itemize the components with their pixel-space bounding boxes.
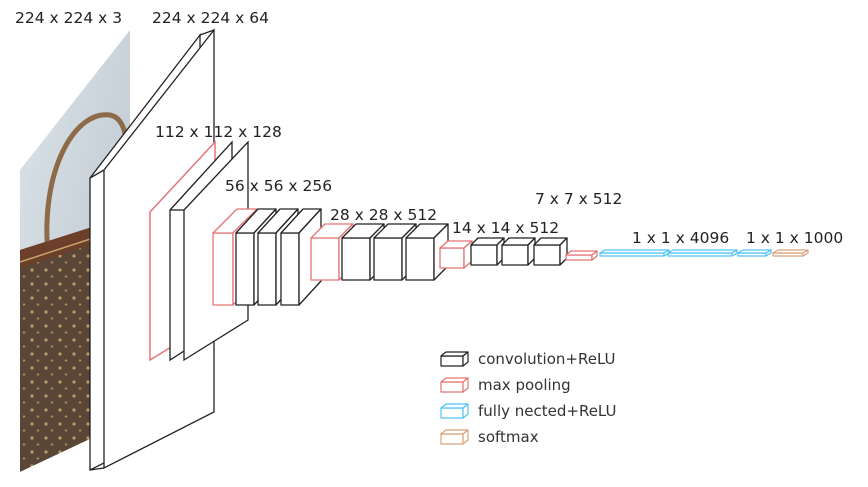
softmax-layer xyxy=(772,249,809,257)
fc7-layer xyxy=(667,249,738,257)
label-conv1-dims: 224 x 224 x 64 xyxy=(152,9,269,27)
legend-cube-fc xyxy=(440,403,469,419)
legend-label-pool: max pooling xyxy=(478,376,571,394)
legend-item-pool: max pooling xyxy=(440,376,571,394)
label-conv4-dims: 28 x 28 x 512 xyxy=(330,206,437,224)
legend-label-softmax: softmax xyxy=(478,428,539,446)
conv-cube-icon xyxy=(440,351,469,367)
pool4-layer xyxy=(439,240,473,269)
fc-cube-icon xyxy=(440,403,469,419)
legend: convolution+ReLU max pooling fully necte… xyxy=(440,350,617,446)
softmax-cube-icon xyxy=(440,429,469,445)
label-input-dims: 224 x 224 x 3 xyxy=(15,9,122,27)
pool5-layer xyxy=(565,250,598,261)
legend-item-softmax: softmax xyxy=(440,428,539,446)
label-output-dims: 1 x 1 x 1000 xyxy=(746,229,843,247)
layer-boxes xyxy=(212,208,809,306)
legend-label-fc: fully nected+ReLU xyxy=(478,402,617,420)
conv5-layer-c xyxy=(533,237,568,266)
legend-cube-pool xyxy=(440,377,469,393)
conv5-layer-b xyxy=(501,237,536,266)
fc8-layer xyxy=(737,249,772,257)
legend-item-fc: fully nected+ReLU xyxy=(440,402,617,420)
fc6-layer xyxy=(599,249,670,257)
legend-cube-softmax xyxy=(440,429,469,445)
conv5-layer-a xyxy=(470,237,505,266)
label-fc-dims: 1 x 1 x 4096 xyxy=(632,229,729,247)
label-conv5-dims: 14 x 14 x 512 xyxy=(452,219,559,237)
label-conv3-dims: 56 x 56 x 256 xyxy=(225,177,332,195)
legend-item-conv: convolution+ReLU xyxy=(440,350,616,368)
legend-cube-conv xyxy=(440,351,469,367)
legend-label-conv: convolution+ReLU xyxy=(478,350,616,368)
label-pool5-dims: 7 x 7 x 512 xyxy=(535,190,622,208)
pool-cube-icon xyxy=(440,377,469,393)
label-conv2-dims: 112 x 112 x 128 xyxy=(155,123,282,141)
